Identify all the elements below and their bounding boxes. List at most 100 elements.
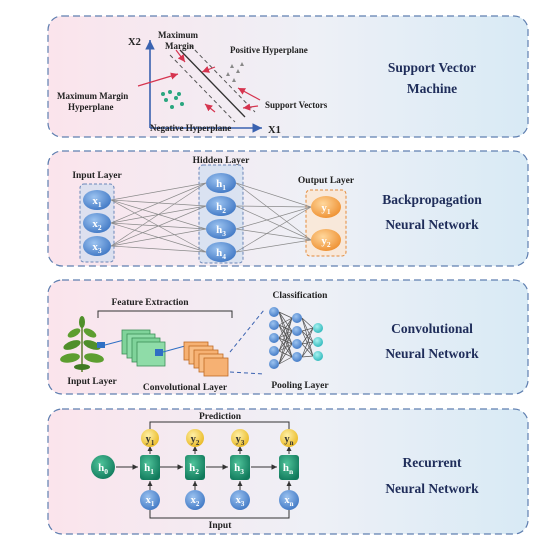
bpnn-panel: x1 x2 x3 h1 h2 h3 bbox=[47, 150, 529, 267]
cnn-classifier-connections bbox=[278, 311, 314, 365]
connection-line bbox=[235, 205, 312, 208]
svm-support-vectors-arrow-2 bbox=[242, 103, 259, 111]
cnn-input-patch bbox=[97, 342, 105, 348]
bpnn-hidden-node: h1 bbox=[206, 173, 236, 193]
svm-max-margin-label-1: Maximum bbox=[158, 30, 198, 40]
cnn-convolutional-layer-label: Convolutional Layer bbox=[143, 383, 228, 393]
svg-text:y3: y3 bbox=[236, 434, 245, 447]
svm-title-line-2: Machine bbox=[407, 81, 457, 96]
connection-line bbox=[235, 205, 312, 241]
svm-panel: X2 X1 Maximum M bbox=[47, 15, 529, 138]
svm-negative-hyperplane bbox=[169, 54, 236, 123]
cnn-title-line-1: Convolutional bbox=[391, 321, 473, 336]
rnn-output-node bbox=[231, 429, 249, 447]
connection-line bbox=[301, 317, 314, 357]
bpnn-title-line-1: Backpropagation bbox=[382, 192, 482, 207]
svg-text:y1: y1 bbox=[146, 434, 155, 447]
svg-text:x3: x3 bbox=[92, 241, 102, 255]
svg-text:xn: xn bbox=[284, 495, 293, 508]
connection-line bbox=[110, 182, 207, 224]
rnn-output-node bbox=[186, 429, 204, 447]
rnn-hidden-cell bbox=[230, 455, 250, 480]
svm-mmh-arrow bbox=[137, 72, 179, 87]
bpnn-input-layer-label: Input Layer bbox=[72, 171, 122, 181]
svg-text:y2: y2 bbox=[321, 235, 331, 249]
svm-support-vectors-label: Support Vectors bbox=[265, 100, 328, 110]
bpnn-connections bbox=[110, 182, 312, 253]
rnn-input-node bbox=[279, 490, 299, 510]
svg-text:x1: x1 bbox=[92, 195, 102, 209]
svm-axis-x2-label: X2 bbox=[128, 37, 141, 48]
rnn-input-label: Input bbox=[209, 521, 233, 531]
svg-text:y1: y1 bbox=[321, 202, 331, 216]
cnn-input-plant-image bbox=[60, 316, 104, 372]
cnn-classifier-nodes bbox=[269, 307, 323, 369]
rnn-timestep: yn hn xn bbox=[279, 429, 299, 510]
rnn-prediction-label: Prediction bbox=[199, 412, 242, 422]
svm-axis-x1-label: X1 bbox=[268, 125, 281, 136]
cnn-input-layer-label: Input Layer bbox=[67, 377, 117, 387]
bpnn-output-layer-label: Output Layer bbox=[298, 176, 355, 186]
cnn-pooling-feature-maps bbox=[183, 341, 229, 377]
connection-line bbox=[301, 327, 314, 332]
svm-mmh-label-1: Maximum Margin bbox=[57, 91, 128, 101]
connection-line bbox=[278, 317, 293, 352]
bpnn-panel-frame bbox=[47, 150, 529, 267]
cnn-title-line-2: Neural Network bbox=[385, 346, 479, 361]
rnn-initial-state-node: h0 bbox=[91, 455, 115, 479]
svg-text:y2: y2 bbox=[191, 434, 200, 447]
rnn-prediction-bracket bbox=[149, 421, 290, 430]
connection-line bbox=[235, 239, 312, 253]
svm-positive-hyperplane-arrow bbox=[201, 66, 216, 73]
svm-max-margin-label-2: Margin bbox=[165, 41, 194, 51]
bpnn-output-node: y1 bbox=[311, 196, 341, 218]
rnn-input-node bbox=[185, 490, 205, 510]
connection-line bbox=[278, 317, 293, 339]
connection-line bbox=[278, 317, 293, 365]
rnn-input-bracket bbox=[149, 510, 290, 519]
rnn-timestep: y3 h3 x3 bbox=[230, 429, 250, 510]
bpnn-output-node: y2 bbox=[311, 229, 341, 251]
bpnn-title-line-2: Neural Network bbox=[385, 217, 479, 232]
connection-line bbox=[301, 327, 314, 358]
cnn-feature-extraction-bracket bbox=[97, 310, 233, 318]
svg-text:h1: h1 bbox=[216, 178, 226, 192]
svg-text:h1: h1 bbox=[144, 462, 154, 476]
connection-line bbox=[110, 228, 207, 247]
rnn-input-node bbox=[230, 490, 250, 510]
cnn-zoom-line-bottom bbox=[229, 371, 265, 375]
svg-text:h2: h2 bbox=[189, 462, 199, 476]
rnn-title-line-2: Neural Network bbox=[385, 481, 479, 496]
svm-support-vectors-arrow-1 bbox=[237, 87, 261, 101]
cnn-input-to-conv-link bbox=[104, 339, 125, 346]
cnn-classification-label: Classification bbox=[273, 291, 329, 301]
svm-positive-class-points bbox=[226, 62, 244, 82]
rnn-timestep: y2 h2 x2 bbox=[185, 429, 205, 510]
cnn-convolutional-feature-maps bbox=[121, 329, 166, 367]
svg-text:x1: x1 bbox=[146, 495, 155, 508]
svg-text:h4: h4 bbox=[216, 247, 226, 261]
svg-text:x2: x2 bbox=[191, 495, 200, 508]
rnn-output-node bbox=[280, 429, 298, 447]
bpnn-input-node: x3 bbox=[83, 236, 111, 256]
bpnn-nodes: x1 x2 x3 h1 h2 h3 bbox=[83, 173, 341, 262]
svm-mmh-line bbox=[179, 49, 246, 118]
bpnn-hidden-node: h3 bbox=[206, 219, 236, 239]
rnn-panel: Prediction Input h0 y1 h1 x1 bbox=[47, 408, 529, 535]
svg-text:h2: h2 bbox=[216, 201, 226, 215]
svg-text:h3: h3 bbox=[216, 224, 226, 238]
svm-negative-hyperplane-label: Negative Hyperplane bbox=[150, 123, 231, 133]
bpnn-hidden-node: h2 bbox=[206, 196, 236, 216]
svg-text:hn: hn bbox=[283, 462, 294, 476]
svm-panel-frame bbox=[47, 15, 529, 138]
connection-line bbox=[278, 317, 293, 326]
cnn-pooling-layer-label: Pooling Layer bbox=[271, 381, 329, 391]
svg-text:x2: x2 bbox=[92, 218, 102, 232]
cnn-panel: Feature Extraction Input Layer bbox=[47, 279, 529, 395]
cnn-zoom-line-top bbox=[229, 309, 265, 353]
connection-line bbox=[110, 245, 207, 253]
svm-title-line-1: Support Vector bbox=[388, 60, 476, 75]
connection-line bbox=[301, 317, 314, 343]
rnn-hidden-cell bbox=[140, 455, 160, 480]
connection-line bbox=[235, 182, 312, 241]
